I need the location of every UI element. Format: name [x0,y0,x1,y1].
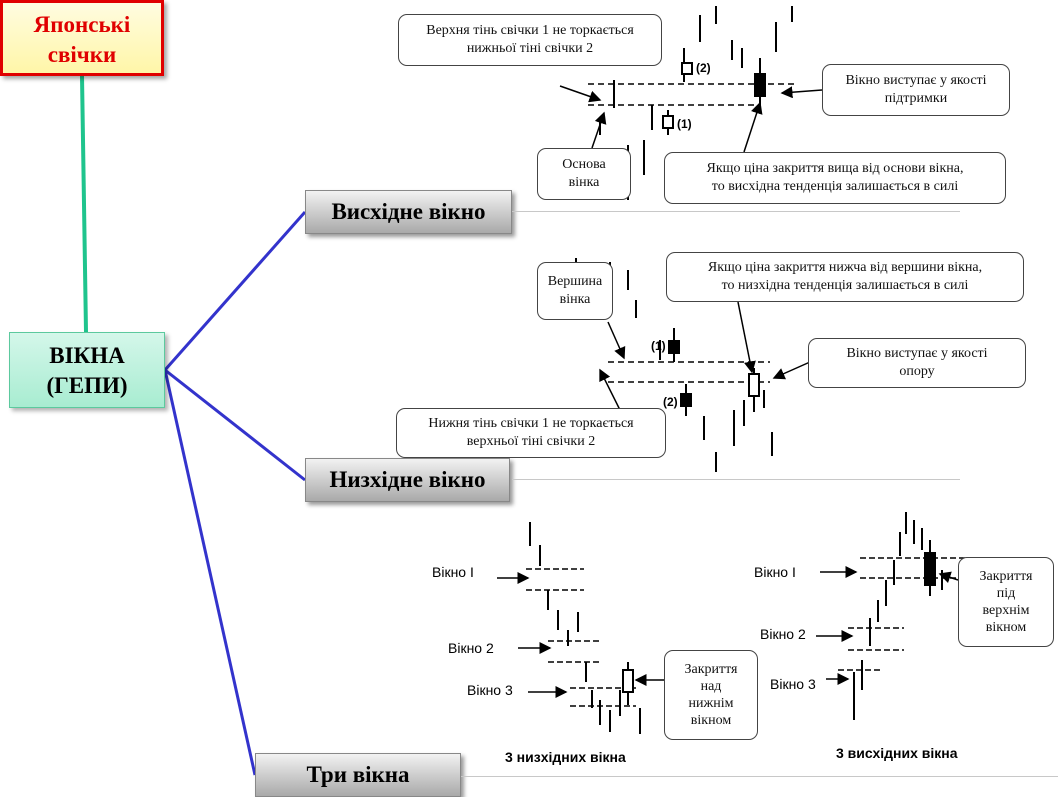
separator-three [461,776,1058,777]
rising-window3-label: Вікно 3 [770,676,816,692]
callout-close-below-upper-line1: Закриття [979,569,1033,584]
callout-close-below-upper-line2: під [996,586,1016,601]
connector-three [163,369,257,776]
callout-resistance-line2: опору [899,364,935,379]
callout-close-above-lower-line3: нижнім [688,696,734,711]
callout-close-below-upper-line3: верхнім [982,603,1030,618]
connector-rising [163,211,307,371]
caption-three-falling: 3 низхідних вікна [505,749,626,765]
pointer-top [607,321,626,360]
title-box: Японські свічки [0,0,164,76]
callout-lower-shadow: Нижня тінь свічки 1 не торкається верхнь… [396,408,666,458]
pointer-lower-shadow [599,368,621,411]
callout-close-above-lower-line2: над [700,679,722,694]
three-falling-chart [526,522,641,734]
rising-window1-label: Вікно І [754,564,796,580]
pointer-upper-shadow [559,85,602,103]
callout-lower-shadow-line2: верхньої тіні свічки 2 [466,434,596,449]
rising-candle1-label: (1) [677,117,692,131]
callout-close-above-lower: Закриття над нижнім вікном [664,650,758,740]
falling-window3-label: Вікно 3 [467,682,513,698]
callout-base-line2: вінка [568,175,600,190]
callout-upper-shadow-line2: нижньої тіні свічки 2 [466,41,594,56]
pointer-resistance [772,361,811,380]
separator-falling [512,479,960,480]
connector-falling [164,368,306,482]
callout-top-line2: вінка [559,292,591,307]
falling-candle2-label: (2) [663,395,678,409]
callout-base-line1: Основа [562,157,606,172]
callout-resistance: Вікно виступає у якості опору [808,338,1026,388]
callout-close-below-upper: Закриття під верхнім вікном [958,557,1054,647]
center-node: ВІКНА (ГЕПИ) [9,332,165,408]
three-rising-chart [838,512,966,720]
pointer-close-above [743,101,763,153]
callout-lower-shadow-line1: Нижня тінь свічки 1 не торкається [428,416,634,431]
callout-close-above-lower-line1: Закриття [684,662,738,677]
callout-support-line1: Вікно виступає у якості [845,73,987,88]
branch-rising-window: Висхідне вікно [305,190,512,234]
title-line1: Японські [33,12,131,37]
title-line2: свічки [47,42,117,67]
callout-support: Вікно виступає у якості підтримки [822,64,1010,116]
falling-candle1-label: (1) [651,339,666,353]
falling-window2-label: Вікно 2 [448,640,494,656]
callout-upper-shadow: Верхня тінь свічки 1 не торкається нижнь… [398,14,662,66]
separator-rising [512,211,960,212]
rising-candle2-label: (2) [696,61,711,75]
rising-window-chart [588,6,798,200]
callout-close-below-upper-line4: вікном [985,620,1027,635]
callout-close-below-line2: то низхідна тенденція залишається в силі [721,278,969,293]
callout-close-below-line1: Якщо ціна закриття нижча від вершини вік… [707,260,983,275]
callout-close-below: Якщо ціна закриття нижча від вершини вік… [666,252,1024,302]
pointer-base [591,111,607,149]
callout-top: Вершина вінка [537,262,613,320]
connector-title-center [80,75,88,333]
pointer-support [780,86,823,99]
branch-three-windows: Три вікна [255,753,461,797]
arrow-rising-close [938,571,959,584]
callout-resistance-line1: Вікно виступає у якості [846,346,988,361]
callout-base: Основа вінка [537,148,631,200]
callout-support-line2: підтримки [884,91,948,106]
center-line1: ВІКНА [49,343,125,368]
falling-window-chart [575,258,773,472]
callout-upper-shadow-line1: Верхня тінь свічки 1 не торкається [426,23,634,38]
callout-close-above: Якщо ціна закриття вища від основи вікна… [664,152,1006,204]
callout-close-above-lower-line4: вікном [690,713,732,728]
callout-close-above-line2: то висхідна тенденція залишається в силі [711,179,959,194]
branch-falling-window: Низхідне вікно [305,458,510,502]
falling-window1-label: Вікно І [432,564,474,580]
rising-window2-label: Вікно 2 [760,626,806,642]
pointer-close-below [737,301,756,374]
center-line2: (ГЕПИ) [46,373,128,398]
callout-top-line1: Вершина [547,274,603,289]
caption-three-rising: 3 висхідних вікна [836,745,958,761]
callout-close-above-line1: Якщо ціна закриття вища від основи вікна… [706,161,964,176]
